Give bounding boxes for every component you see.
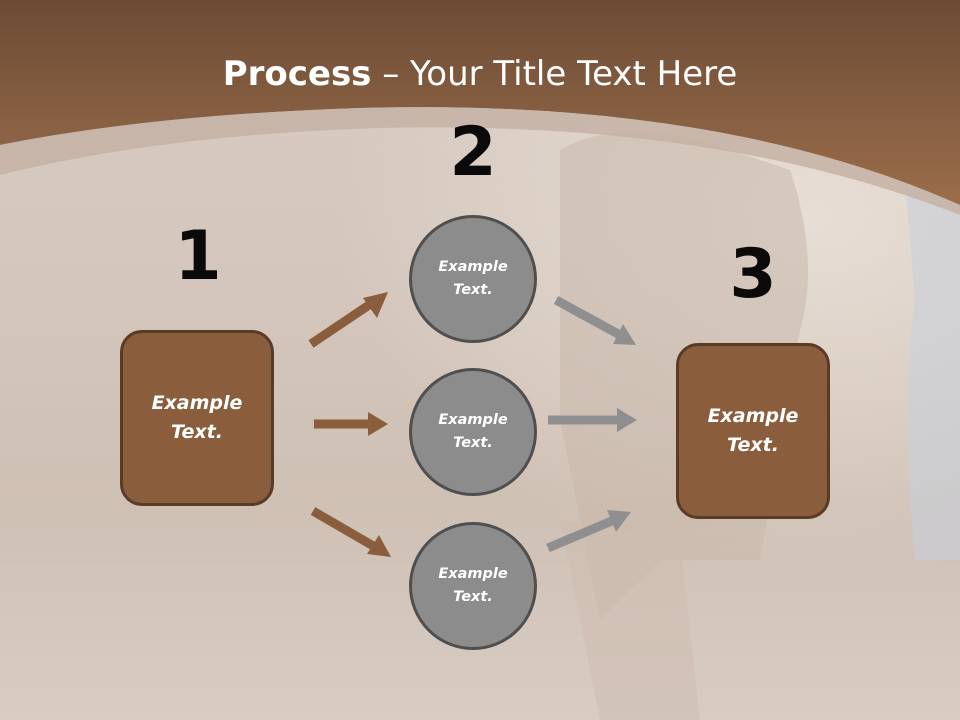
- step-1-text: Example Text.: [151, 392, 243, 443]
- step-number-1: 1: [174, 217, 222, 296]
- title-bold: Process: [222, 54, 372, 94]
- runner2-silhouette: [905, 178, 960, 561]
- header-band: [0, 0, 960, 205]
- step-2-circle-bottom: Example Text.: [409, 522, 537, 650]
- header-swoosh: [0, 107, 960, 215]
- arrow-from-circle-bottom: [546, 510, 631, 553]
- arrow-to-circle-top: [308, 292, 388, 348]
- step-1-box: Example Text.: [120, 330, 274, 506]
- step-number-3: 3: [729, 235, 777, 314]
- step-3-text: Example Text.: [707, 405, 799, 456]
- step-3-box: Example Text.: [676, 343, 830, 519]
- title-rest: – Your Title Text Here: [371, 54, 738, 94]
- arrow-from-circle-top: [553, 296, 636, 345]
- slide-title: Process – Your Title Text Here: [0, 52, 960, 96]
- circle-top-text: Example Text.: [438, 259, 508, 298]
- arrow-to-circle-middle: [314, 412, 388, 436]
- step-2-circle-top: Example Text.: [409, 215, 537, 343]
- step-number-2: 2: [449, 113, 497, 192]
- arrow-from-circle-middle: [548, 408, 637, 432]
- circle-middle-text: Example Text.: [438, 412, 508, 451]
- step-2-circle-middle: Example Text.: [409, 368, 537, 496]
- circle-bottom-text: Example Text.: [438, 566, 508, 605]
- arrow-to-circle-bottom: [310, 507, 391, 557]
